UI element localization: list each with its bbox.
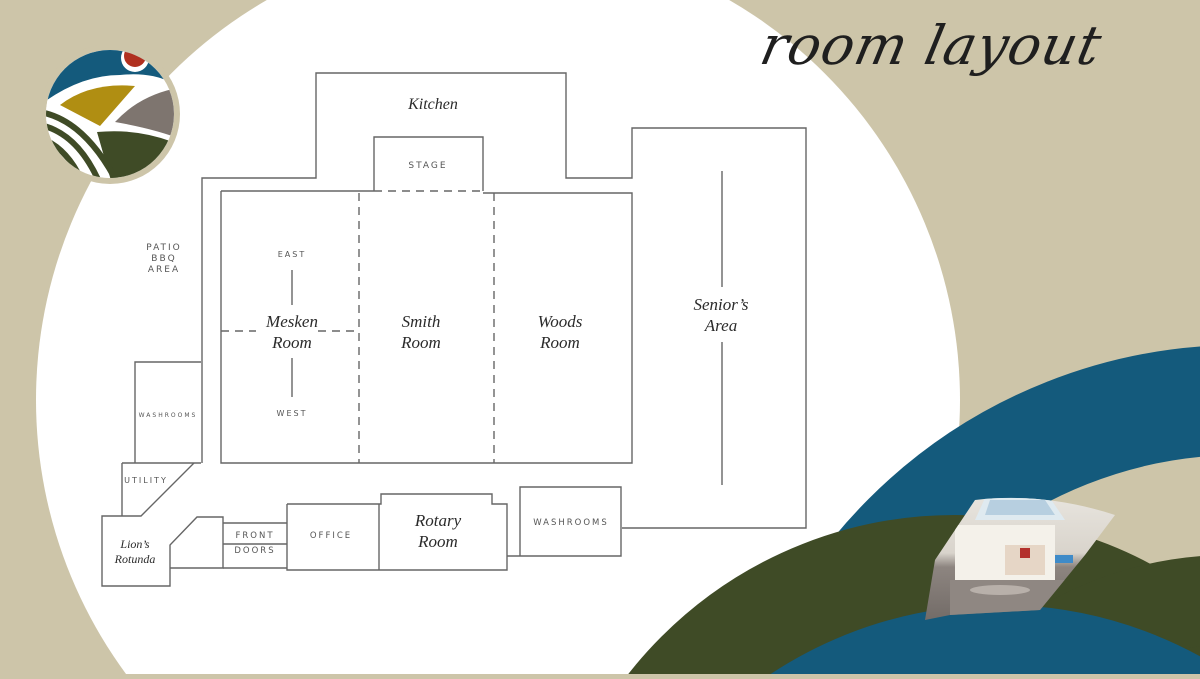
landscape-logo-icon	[40, 44, 180, 184]
rotary-room-label-line1: Rotary	[414, 511, 462, 530]
washrooms-right-label: WASHROOMS	[533, 518, 609, 528]
patio-label-line3: AREA	[148, 265, 180, 275]
mesken-room-label-line1: Mesken	[265, 312, 318, 331]
rotary-room-label-line2: Room	[417, 532, 458, 551]
floor-plan	[101, 72, 807, 587]
washrooms-left-label: WASHROOMS	[139, 412, 198, 419]
lions-rotunda-label-line1: Lion’s	[119, 537, 149, 551]
mesken-west-label: WEST	[277, 409, 308, 418]
front-doors-label-line2: DOORS	[234, 546, 275, 556]
seniors-area-label-line1: Senior’s	[693, 295, 748, 314]
woods-room-label-line2: Room	[539, 333, 580, 352]
seniors-area-label-line2: Area	[704, 316, 737, 335]
lions-rotunda-label-line2: Rotunda	[114, 552, 156, 566]
utility-label: UTILITY	[124, 476, 168, 485]
patio-label-line2: BBQ	[151, 254, 176, 264]
outer-wall	[201, 72, 807, 529]
mesken-east-label: EAST	[278, 250, 307, 259]
mesken-room-label-line2: Room	[271, 333, 312, 352]
room-labels: Kitchen STAGE PATIO BBQ AREA EAST Mesken…	[114, 96, 749, 566]
background-white-circle	[36, 0, 960, 674]
office-label: OFFICE	[310, 531, 352, 541]
smith-room-label-line2: Room	[400, 333, 441, 352]
woods-room-label-line1: Woods	[538, 312, 583, 331]
front-doors-label-line1: FRONT	[235, 531, 274, 541]
slide-title: room layout	[755, 14, 1108, 77]
kitchen-label: Kitchen	[407, 96, 458, 113]
stage-label: STAGE	[408, 161, 447, 171]
patio-label-line1: PATIO	[146, 243, 182, 253]
smith-room-label-line1: Smith	[402, 312, 441, 331]
